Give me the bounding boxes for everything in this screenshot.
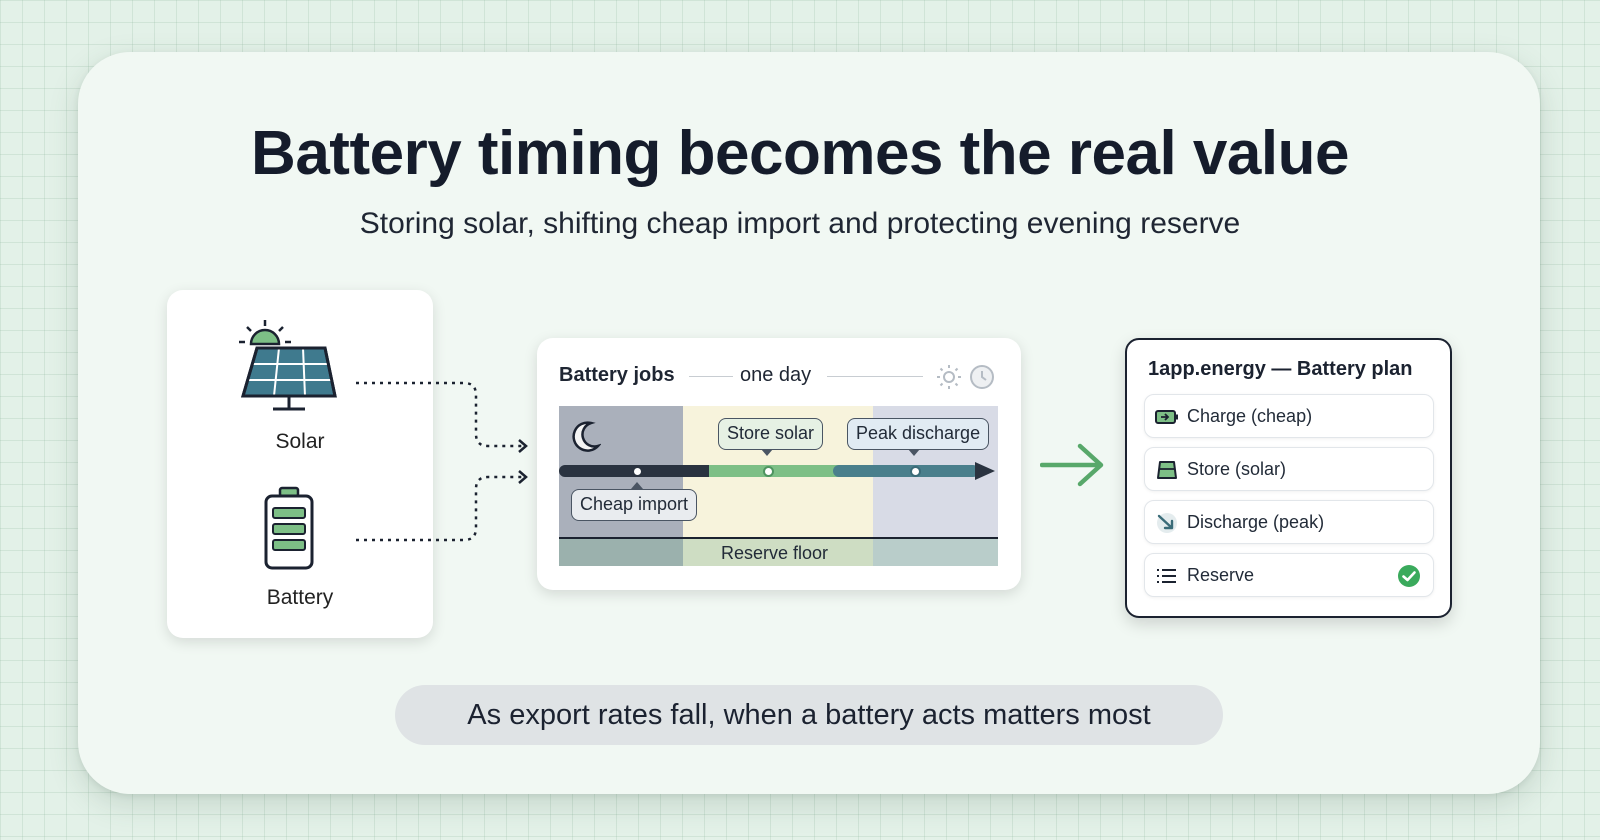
energy-sources-card: Solar Battery: [167, 290, 433, 638]
battery-icon: [264, 486, 314, 570]
cheap-import-chip: Cheap import: [571, 489, 698, 521]
store-solar-pointer: [761, 449, 773, 456]
plan-item-reserve[interactable]: Reserve: [1144, 553, 1434, 597]
plan-title: 1app.energy — Battery plan: [1148, 358, 1413, 380]
plan-item-discharge[interactable]: Discharge (peak): [1144, 500, 1434, 544]
moon-icon: [572, 421, 601, 452]
reserve-floor-label: Reserve floor: [721, 543, 829, 563]
plan-item-charge[interactable]: Charge (cheap): [1144, 394, 1434, 438]
timeline-track: [559, 462, 995, 480]
title-divider: [689, 376, 733, 377]
sun-icon: [937, 365, 961, 389]
reserve-floor-band: [559, 538, 998, 566]
solar-panel-icon: [239, 320, 337, 411]
battery-store-icon: [1157, 461, 1177, 479]
peak-discharge-pointer: [908, 449, 920, 456]
plan-item-label: Store (solar): [1187, 459, 1287, 479]
peak-discharge-chip: Peak discharge: [847, 418, 990, 450]
plan-item-label: Reserve: [1187, 565, 1255, 585]
check-circle-icon: [1398, 565, 1420, 587]
cheap-import-marker: [632, 466, 643, 477]
solar-label: Solar: [275, 430, 325, 453]
battery-charge-icon: [1155, 410, 1178, 424]
flow-arrow-icon: [1040, 443, 1104, 487]
timeline-title: Battery jobs: [559, 364, 675, 386]
cheap-import-pointer: [631, 482, 643, 489]
peak-discharge-marker: [910, 466, 921, 477]
plan-item-store[interactable]: Store (solar): [1144, 447, 1434, 491]
battery-jobs-card: Battery jobs one day Reserve floor Store…: [537, 338, 1021, 590]
clock-icon: [970, 365, 994, 389]
battery-label: Battery: [266, 586, 334, 609]
subtitle-divider: [827, 376, 923, 377]
store-solar-marker: [763, 466, 774, 477]
battery-plan-card: 1app.energy — Battery plan Charge (cheap…: [1125, 338, 1452, 618]
list-icon: [1157, 569, 1176, 583]
timeline-subtitle: one day: [740, 364, 812, 386]
page-subtitle: Storing solar, shifting cheap import and…: [359, 207, 1241, 240]
discharge-arrow-icon: [1157, 513, 1177, 533]
plan-item-label: Discharge (peak): [1187, 512, 1325, 532]
store-solar-chip: Store solar: [718, 418, 824, 450]
plan-item-label: Charge (cheap): [1187, 406, 1313, 426]
reserve-floor-line: [559, 537, 998, 539]
page-title: Battery timing becomes the real value: [251, 119, 1349, 188]
footer-caption: As export rates fall, when a battery act…: [395, 685, 1223, 745]
